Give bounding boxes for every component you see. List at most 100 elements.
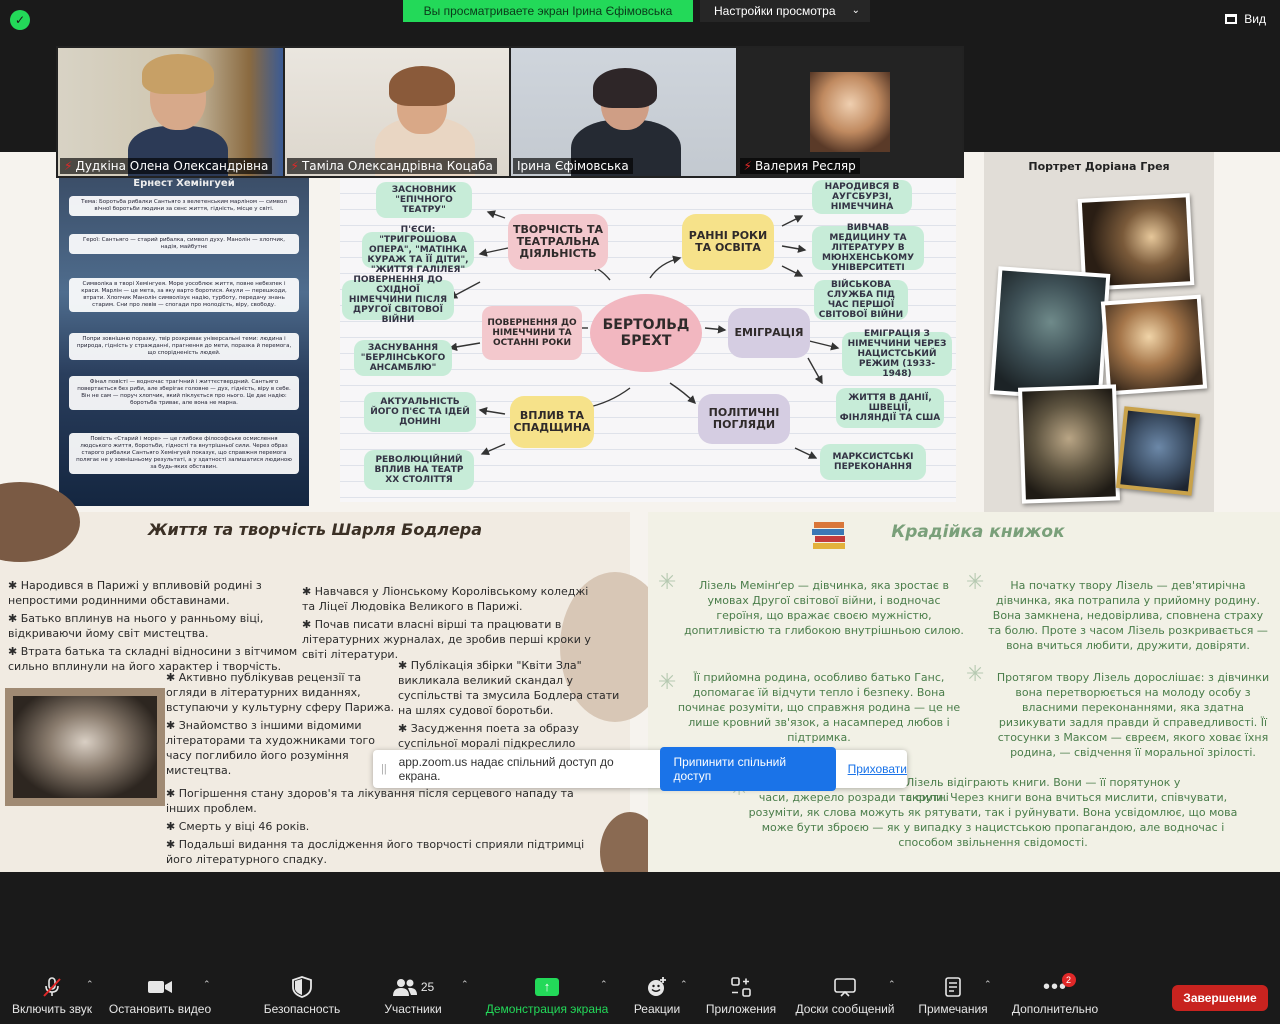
- reactions-options-caret[interactable]: ⌃: [680, 980, 688, 990]
- baudelaire-bullet: ✱ Знайомство з іншими відомими літератор…: [166, 719, 376, 777]
- mindmap-leaf-node: ВІЙСЬКОВА СЛУЖБА ПІД ЧАС ПЕРШОЇ СВІТОВОЇ…: [814, 280, 908, 320]
- participant-name-tag: ⚡Таміла Олександрівна Коцаба: [286, 158, 497, 174]
- shared-screen: Ернест Хемінгуей Тема: Боротьба рибалки …: [0, 152, 1280, 872]
- star-icon: ✳: [658, 570, 677, 595]
- portrait-image: [1018, 384, 1120, 504]
- participants-label: Участники: [384, 1002, 442, 1016]
- baudelaire-bullet: ✱ Публікація збірки "Квіти Зла" викликал…: [398, 659, 620, 717]
- star-icon: ✳: [966, 662, 985, 687]
- baudelaire-bullet: ✱ Подальші видання та дослідження його т…: [166, 838, 585, 866]
- participant-hair: [142, 54, 214, 94]
- sea-slide-text-box: Тема: Боротьба рибалки Сантьяго з велете…: [69, 196, 299, 216]
- mindmap-leaf-node: П'ЄСИ: "ТРИГРОШОВА ОПЕРА", "МАТІНКА КУРА…: [362, 225, 474, 275]
- mindmap-leaf-node: ЕМІГРАЦІЯ З НІМЕЧЧИНИ ЧЕРЕЗ НАЦИСТСЬКИЙ …: [842, 329, 952, 379]
- sea-slide-text-box: Герої: Сантьяго — старий рибалка, символ…: [69, 234, 299, 254]
- more-button[interactable]: •••2 Дополнительно: [1008, 972, 1102, 1016]
- hide-notification-link[interactable]: Приховати: [847, 762, 907, 776]
- baudelaire-bullet: ✱ Втрата батька та складні відносини з в…: [8, 645, 298, 673]
- portrait-image: [1115, 406, 1201, 496]
- baudelaire-bullet: ✱ Смерть у віці 46 років.: [166, 820, 310, 833]
- share-screen-icon: ↑: [484, 972, 610, 1002]
- whiteboards-button[interactable]: Доски сообщений: [792, 972, 898, 1016]
- mic-muted-icon: ⚡: [290, 159, 299, 173]
- unmute-button[interactable]: Включить звук: [10, 972, 94, 1016]
- mindmap-leaf-node: НАРОДИВСЯ В АУГСБУРЗІ, НІМЕЧЧИНА: [812, 180, 912, 214]
- book-thief-paragraph: Протягом твору Лізель дорослішає: з дівч…: [996, 671, 1270, 759]
- apps-button[interactable]: Приложения: [702, 972, 780, 1016]
- share-screen-label: Демонстрация экрана: [485, 1002, 609, 1016]
- whiteboards-options-caret[interactable]: ⌃: [888, 980, 896, 990]
- baudelaire-bullet: ✱ Народився в Парижі у впливовій родині …: [8, 579, 262, 607]
- baudelaire-title: Життя та творчість Шарля Бодлера: [147, 520, 483, 539]
- slide-baudelaire: Життя та творчість Шарля Бодлера ✱ Народ…: [0, 482, 670, 872]
- mindmap-center-node: БЕРТОЛЬД БРЕХТ: [590, 294, 702, 372]
- mindmap-leaf-node: АКТУАЛЬНІСТЬ ЙОГО П'ЄС ТА ІДЕЙ ДОНИНІ: [364, 392, 476, 432]
- participant-name-tag: ⚡Дудкіна Олена Олександрівна: [60, 158, 273, 174]
- mindmap-leaf-node: ЗАСНУВАННЯ "БЕРЛІНСЬКОГО АНСАМБЛЮ": [354, 340, 452, 376]
- share-notification-message: app.zoom.us надає спільний доступ до екр…: [398, 755, 614, 783]
- shield-icon: [262, 972, 342, 1002]
- notes-label: Примечания: [918, 1002, 988, 1016]
- baudelaire-text-col: ✱ Погіршення стану здоров'я та лікування…: [166, 786, 586, 870]
- view-settings-label: Настройки просмотра: [714, 4, 836, 18]
- book-thief-title: Крадійка книжок: [891, 522, 1065, 542]
- participants-options-caret[interactable]: ⌃: [461, 980, 469, 990]
- reactions-button[interactable]: Реакции: [630, 972, 684, 1016]
- notes-button[interactable]: Примечания: [914, 972, 992, 1016]
- participants-button[interactable]: 25 Участники: [382, 972, 444, 1016]
- view-button[interactable]: Вид: [1224, 12, 1266, 26]
- participant-tile[interactable]: ⚡Валерия Ресляр: [737, 48, 962, 176]
- book-thief-paragraph: Лізель відіграють книги. Вони — її порят…: [906, 776, 1181, 804]
- mindmap-brecht: БЕРТОЛЬД БРЕХТ ТВОРЧІСТЬ ТА ТЕАТРАЛЬНА Д…: [340, 178, 956, 502]
- participant-hair: [593, 68, 657, 108]
- mindmap-leaf-node: МАРКСИСТСЬКІ ПЕРЕКОНАННЯ: [820, 444, 926, 480]
- mindmap-leaf-node: ПОВЕРНЕННЯ ДО СХІДНОЇ НІМЕЧЧИНИ ПІСЛЯ ДР…: [342, 275, 454, 325]
- share-options-caret[interactable]: ⌃: [600, 980, 608, 990]
- stop-sharing-button[interactable]: Припинити спільний доступ: [659, 747, 836, 791]
- baudelaire-bullet: ✱ Активно публікував рецензії та огляди …: [166, 671, 395, 714]
- baudelaire-bullet: ✱ Батько вплинув на нього у ранньому віц…: [8, 612, 264, 640]
- slide-old-man-and-sea: Ернест Хемінгуей Тема: Боротьба рибалки …: [59, 178, 309, 506]
- security-button[interactable]: Безопасность: [262, 972, 342, 1016]
- security-shield-icon[interactable]: ✓: [10, 10, 30, 30]
- smiley-plus-icon: [630, 972, 684, 1002]
- security-label: Безопасность: [263, 1002, 341, 1016]
- audio-options-caret[interactable]: ⌃: [86, 980, 94, 990]
- participant-tile[interactable]: ⚡Дудкіна Олена Олександрівна: [58, 48, 283, 176]
- whiteboards-label: Доски сообщений: [795, 1002, 895, 1016]
- view-settings-dropdown[interactable]: Настройки просмотра ⌄: [700, 0, 870, 22]
- baudelaire-portrait: [5, 688, 165, 806]
- dorian-slide-title: Портрет Доріана Грея: [1028, 160, 1170, 173]
- share-screen-button[interactable]: ↑ Демонстрация экрана: [484, 972, 610, 1016]
- mindmap-branch-node: ВПЛИВ ТА СПАДЩИНА: [510, 396, 594, 448]
- participant-video-strip: ⚡Дудкіна Олена Олександрівна ⚡Таміла Оле…: [56, 46, 964, 178]
- stop-video-button[interactable]: Остановить видео: [108, 972, 212, 1016]
- mindmap-branch-node: РАННІ РОКИ ТА ОСВІТА: [682, 214, 774, 270]
- participant-name-tag: ⚡Валерия Ресляр: [739, 158, 860, 174]
- mindmap-branch-node: ЕМІГРАЦІЯ: [728, 308, 810, 358]
- mic-muted-icon: [10, 972, 94, 1002]
- book-thief-paragraph: Її прийомна родина, особливо батько Ганс…: [677, 671, 961, 744]
- video-options-caret[interactable]: ⌃: [203, 980, 211, 990]
- portrait-image: [989, 266, 1111, 402]
- unmute-label: Включить звук: [11, 1002, 93, 1016]
- reactions-label: Реакции: [633, 1002, 681, 1016]
- stop-video-label: Остановить видео: [108, 1002, 212, 1016]
- drag-handle-icon[interactable]: ||: [381, 763, 387, 775]
- mic-muted-icon: ⚡: [64, 159, 73, 173]
- notes-options-caret[interactable]: ⌃: [984, 980, 992, 990]
- apps-label: Приложения: [705, 1002, 777, 1016]
- participant-avatar: [809, 72, 890, 152]
- grid-view-icon: [1224, 14, 1237, 24]
- mindmap-leaf-node: РЕВОЛЮЦІЙНИЙ ВПЛИВ НА ТЕАТР XX СТОЛІТТЯ: [364, 450, 474, 490]
- sea-slide-text-box: Повість «Старий і море» — це глибоке філ…: [69, 433, 299, 474]
- participant-tile[interactable]: ⚡Таміла Олександрівна Коцаба: [284, 48, 509, 176]
- apps-icon: [702, 972, 780, 1002]
- meeting-toolbar: Включить звук ⌃ Остановить видео ⌃ Безоп…: [0, 966, 1280, 1024]
- book-thief-paragraph: часи, джерело розради та сили. Через кни…: [748, 791, 1238, 849]
- participant-tile-active-speaker[interactable]: Ірина Єфімовська: [511, 48, 736, 176]
- baudelaire-text-col: ✱ Активно публікував рецензії та огляди …: [166, 670, 396, 781]
- sea-slide-text-box: Символіка в творі Хемінгуея. Море уособл…: [69, 278, 299, 312]
- end-meeting-button[interactable]: Завершение: [1172, 985, 1268, 1011]
- portrait-image: [1100, 294, 1208, 396]
